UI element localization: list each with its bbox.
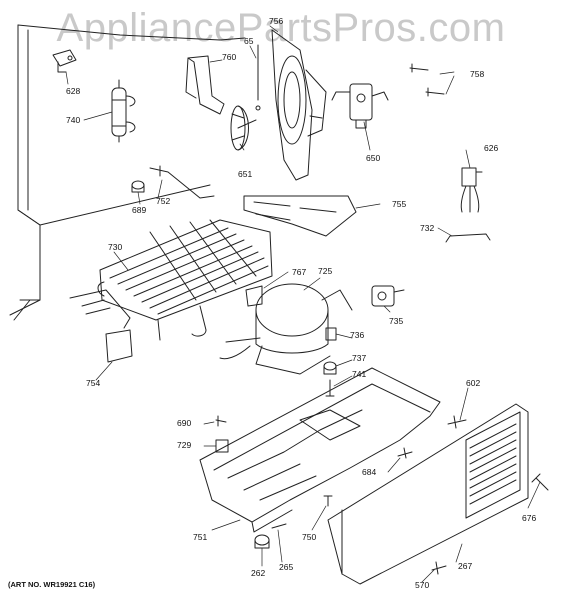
callout-626: 626 [484, 143, 499, 153]
callout-267: 267 [458, 561, 473, 571]
part-730-condenser [98, 220, 272, 340]
callout-729: 729 [177, 440, 192, 450]
callout-758: 758 [470, 69, 485, 79]
callout-741: 741 [352, 369, 367, 379]
part-751-base [200, 368, 440, 532]
callout-754: 754 [86, 378, 101, 388]
part-737-grommet [324, 362, 336, 374]
callout-628: 628 [66, 86, 81, 96]
callout-751: 751 [193, 532, 208, 542]
part-750-screw [324, 496, 332, 506]
part-725-compressor [220, 284, 352, 374]
callout-737: 737 [352, 353, 367, 363]
part-676-screw [532, 474, 548, 490]
callout-651: 651 [238, 169, 253, 179]
part-626-connector [461, 168, 482, 212]
part-741-bolt [326, 380, 334, 396]
part-267-access-cover [328, 404, 528, 584]
part-690-screw [216, 416, 226, 426]
part-650-fan-motor [332, 84, 388, 128]
part-756-fan-bracket [272, 30, 326, 180]
callout-732: 732 [420, 223, 435, 233]
art-number-label: (ART NO. WR19921 C16) [8, 580, 96, 589]
part-735-relay [372, 286, 404, 306]
part-767-clip [246, 286, 262, 306]
part-760-duct [186, 56, 224, 114]
callout-570: 570 [415, 580, 430, 590]
part-570-screw [432, 562, 446, 574]
part-262-foot [255, 535, 269, 548]
callout-730: 730 [108, 242, 123, 252]
callout-262: 262 [251, 568, 266, 578]
part-740-heater [112, 80, 135, 142]
callout-690: 690 [177, 418, 192, 428]
part-732-wire [446, 234, 490, 242]
callout-755: 755 [392, 199, 407, 209]
part-754-drain-pan [70, 290, 132, 362]
callout-752: 752 [156, 196, 171, 206]
callout-740: 740 [66, 115, 81, 125]
callout-684: 684 [362, 467, 377, 477]
part-628-clip [53, 50, 76, 72]
callout-leader-lines [66, 26, 540, 582]
part-651-fan-blade [231, 106, 256, 150]
callout-265: 265 [279, 562, 294, 572]
callout-750: 750 [302, 532, 317, 542]
part-684-screw [398, 448, 412, 458]
callout-65: 65 [244, 36, 254, 46]
callout-735: 735 [389, 316, 404, 326]
callout-760: 760 [222, 52, 237, 62]
callout-650: 650 [366, 153, 381, 163]
part-689-grommet [132, 181, 144, 192]
part-65-wire [256, 45, 260, 110]
callout-725: 725 [318, 266, 333, 276]
part-752-bracket [150, 166, 214, 198]
callout-689: 689 [132, 205, 147, 215]
callout-767: 767 [292, 267, 307, 277]
part-758-screws [410, 64, 444, 96]
part-755-shroud [244, 196, 356, 236]
cabinet-wall-outline [10, 25, 245, 320]
callout-602: 602 [466, 378, 481, 388]
part-265-pin [272, 524, 286, 528]
callout-676: 676 [522, 513, 537, 523]
callout-736: 736 [350, 330, 365, 340]
callout-756: 756 [269, 16, 284, 26]
part-602-screw [448, 416, 466, 428]
